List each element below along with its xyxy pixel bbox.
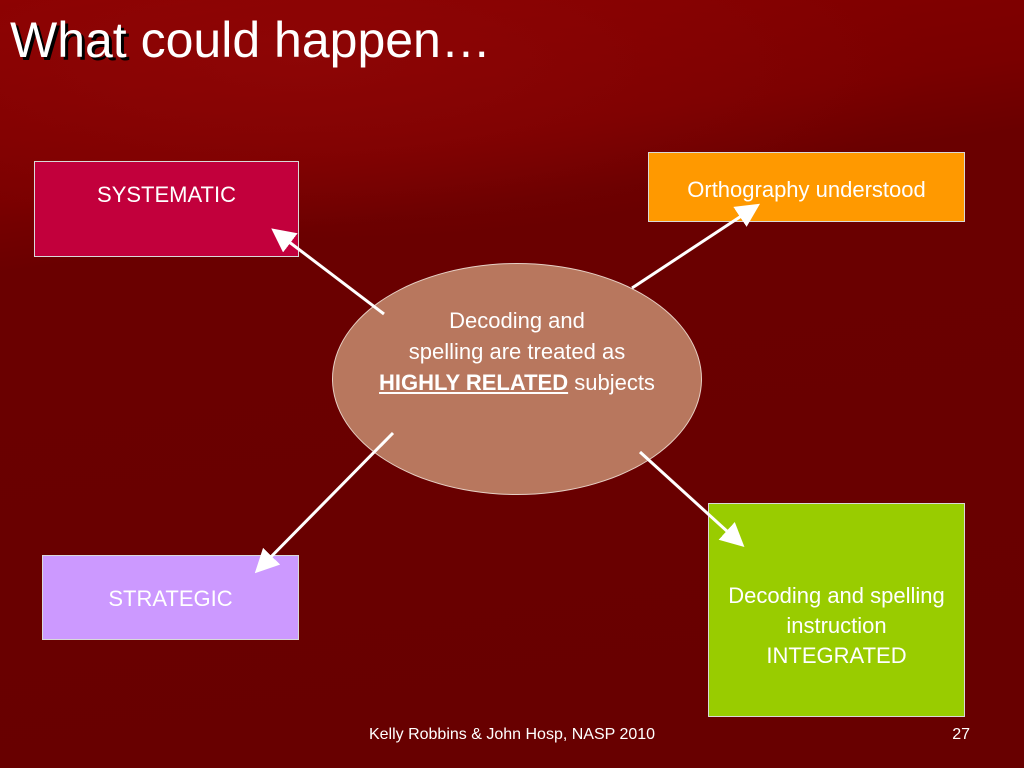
arrow-to-systematic bbox=[271, 228, 385, 316]
center-highlight: HIGHLY RELATED bbox=[379, 370, 569, 395]
title-rest: could happen… bbox=[126, 12, 491, 68]
slide-title: What could happen… bbox=[10, 10, 491, 70]
orthography-label: Orthography understood bbox=[687, 177, 926, 202]
page-number: 27 bbox=[952, 726, 970, 743]
center-line-1: Decoding and bbox=[449, 308, 585, 333]
strategic-label: STRATEGIC bbox=[108, 586, 233, 611]
center-line-3: HIGHLY RELATED subjects bbox=[332, 367, 702, 398]
systematic-label: SYSTEMATIC bbox=[97, 182, 236, 207]
title-word-what: What bbox=[10, 12, 127, 68]
center-ellipse bbox=[332, 263, 702, 495]
integrated-line-2: instruction bbox=[786, 613, 887, 638]
integrated-line-3: INTEGRATED bbox=[766, 643, 907, 668]
arrow-to-strategic bbox=[254, 431, 395, 574]
slide-footer: Kelly Robbins & John Hosp, NASP 2010 bbox=[368, 726, 656, 743]
arrow-to-integrated bbox=[638, 450, 745, 548]
integrated-box: Decoding and spelling instruction INTEGR… bbox=[708, 503, 965, 717]
center-text: Decoding and spelling are treated as HIG… bbox=[332, 305, 702, 398]
center-line-3-rest: subjects bbox=[568, 370, 655, 395]
integrated-line-1: Decoding and spelling bbox=[728, 583, 945, 608]
arrow-to-orthography bbox=[631, 203, 761, 290]
orthography-box: Orthography understood bbox=[648, 152, 965, 222]
center-line-2: spelling are treated as bbox=[408, 339, 626, 364]
systematic-box: SYSTEMATIC bbox=[34, 161, 299, 257]
